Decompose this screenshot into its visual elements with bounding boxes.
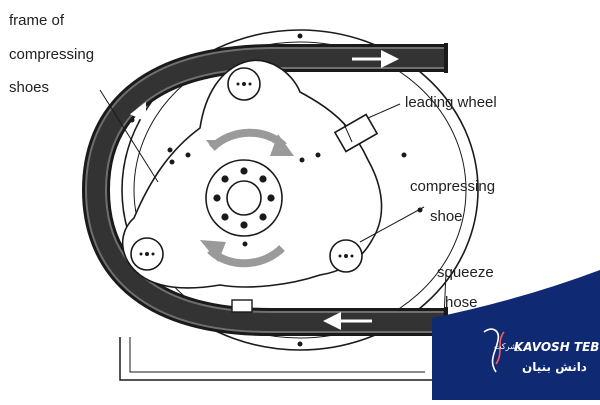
dna-logo-icon (483, 328, 500, 373)
label-shoe-line2: shoe (430, 208, 463, 225)
logo-brand: KAVOSH TEB (514, 340, 600, 354)
wheel-left (130, 237, 164, 271)
rotor-dots (167, 147, 321, 247)
flow-arrows (116, 50, 399, 330)
compressing-shoe-wheels (130, 67, 363, 273)
rotor-hub (205, 159, 283, 237)
label-hose-line2: hose (445, 294, 478, 311)
wheel-top (227, 67, 261, 101)
label-frame-line1: frame of (9, 12, 65, 29)
hose-flow-arrow (116, 101, 147, 161)
logo-brand-prefix: وشرکت (494, 342, 521, 351)
bottom-bracket (231, 299, 253, 313)
logo-panel (432, 270, 600, 400)
label-hose-line1: squeeze (437, 264, 494, 281)
wheel-right (329, 239, 363, 273)
label-frame-line3: shoes (9, 79, 50, 96)
label-frame-line2: compressing (9, 46, 95, 63)
leader-frame (99, 89, 159, 183)
leader-leading-wheel (367, 103, 401, 119)
label-leading-wheel: leading wheel (405, 94, 497, 111)
rotation-arrows (200, 128, 294, 268)
label-shoe-line1: compressing (410, 178, 496, 195)
squeeze-hose (81, 43, 448, 337)
leading-wheel (333, 113, 379, 153)
leader-shoe (359, 206, 425, 243)
leader-lines (99, 89, 447, 319)
hub-bolts (213, 167, 275, 229)
leader-hose (443, 271, 447, 319)
logo-tagline: دانش بنیان (522, 360, 587, 374)
base-plate (119, 337, 436, 381)
